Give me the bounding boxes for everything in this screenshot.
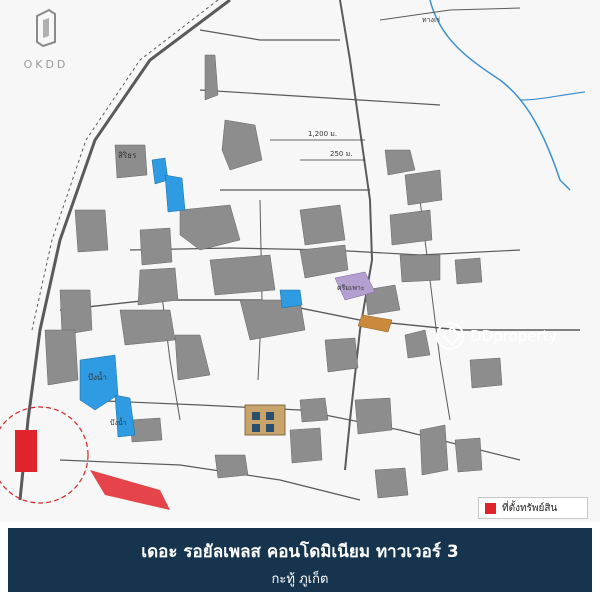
okdd-logo: OKDD	[16, 8, 76, 80]
banner-title: เดอะ รอยัลเพลส คอนโดมิเนียม ทาวเวอร์ 3	[141, 542, 459, 562]
ddproperty-icon	[436, 322, 464, 350]
river	[429, 0, 571, 191]
distance-label-1: 1,200 ม.	[308, 130, 337, 138]
site-map: 1,200 ม. 250 ม.	[0, 0, 600, 522]
map-canvas: 1,200 ม. 250 ม.	[0, 0, 586, 510]
place-label-3: บึงน้ำ	[88, 371, 107, 382]
banner-subtitle: กะทู้ ภูเก็ต	[271, 572, 329, 587]
legend-label: ที่ตั้งทรัพย์สิน	[502, 502, 558, 514]
title-banner: เดอะ รอยัลเพลส คอนโดมิเนียม ทาวเวอร์ 3 ก…	[8, 528, 592, 592]
logo-mark-icon	[36, 8, 56, 48]
purple-block	[334, 271, 376, 301]
legend-swatch	[485, 502, 496, 514]
place-label-5: ทางเร่	[422, 16, 440, 24]
place-label-1: สิริธร	[118, 151, 137, 160]
place-label-4: บึงน้ำ	[110, 416, 127, 427]
building-blocks	[44, 54, 503, 499]
distance-markers	[270, 139, 365, 161]
ddproperty-watermark: DDproperty	[436, 322, 557, 350]
river-branch	[519, 91, 586, 101]
distance-label-2: 250 ม.	[330, 150, 352, 158]
logo-text: OKDD	[23, 58, 69, 71]
water-bodies	[79, 157, 303, 438]
place-label-2: ดรีมเพาะ	[337, 284, 365, 292]
orange-block	[357, 314, 393, 333]
property-location	[0, 406, 170, 510]
landmark-building	[244, 404, 286, 436]
watermark-text: DDproperty	[470, 327, 558, 345]
legend: ที่ตั้งทรัพย์สิน	[478, 497, 588, 519]
